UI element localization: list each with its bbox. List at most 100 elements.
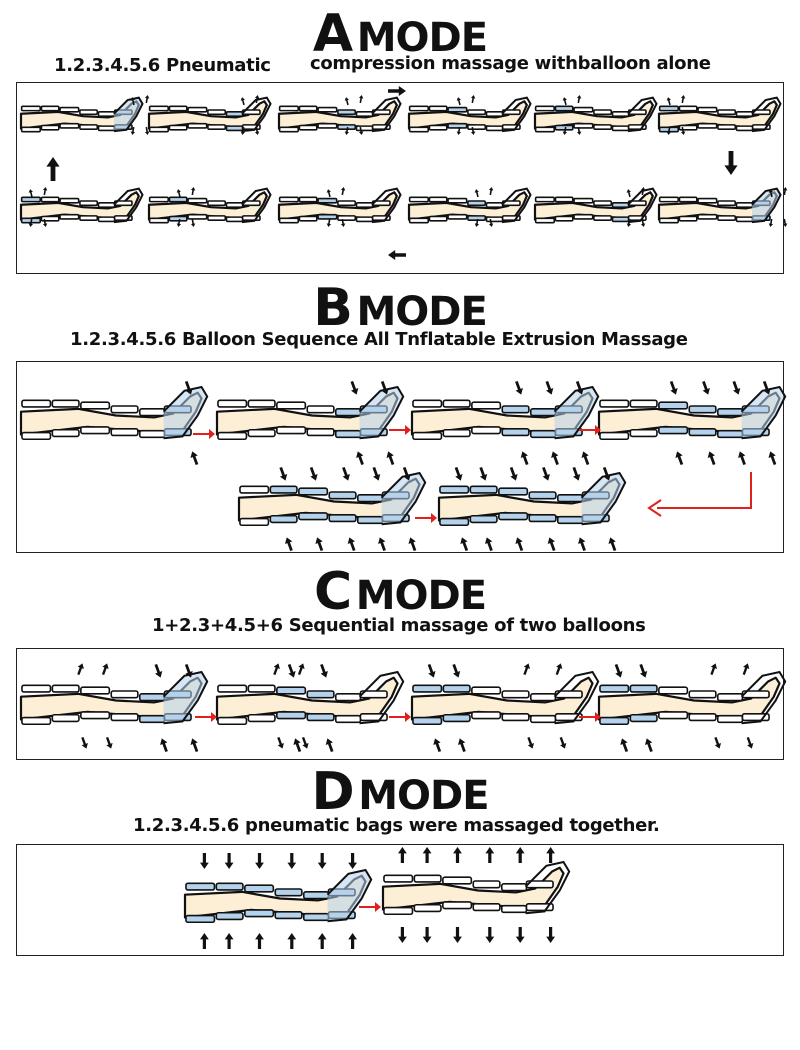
undefined <box>358 126 364 135</box>
mode-b-leg-3-balloon-1-top <box>412 399 443 408</box>
mode-c-leg-1-balloon-1-top <box>21 684 52 693</box>
mode-b-leg-2-balloon-2-bottom <box>247 428 276 438</box>
mode-b-press-arrow-3-0-top <box>515 380 523 395</box>
mode-a-direction-arrow-right <box>388 86 406 96</box>
mode-b-leg-3 <box>410 385 600 441</box>
mode-b-leg-3-balloon-2-bottom <box>442 428 471 438</box>
undefined <box>190 218 196 227</box>
mode-a-leg-9-balloon-1-bottom <box>278 217 300 224</box>
mode-a-leg-11-balloon-3-top <box>573 197 594 204</box>
mode-a-direction-arrow-up <box>46 157 60 181</box>
mode-a-pressure-ticks-9 <box>326 187 346 227</box>
mode-a-leg-8-balloon-5-top <box>225 202 244 209</box>
mode-a-leg-6-foot-boot <box>751 96 782 133</box>
mode-a-leg-8-balloon-1-bottom <box>148 217 170 224</box>
mode-b-press-arrow-5-3-bottom <box>378 537 386 552</box>
undefined <box>254 95 260 104</box>
mode-a-leg-7-foot-boot <box>113 187 144 224</box>
mode-d-diagram-panel <box>16 844 784 956</box>
mode-a-leg-6-balloon-1-top <box>658 105 680 112</box>
mode-c-press-arrow-2-0-top <box>287 663 296 678</box>
undefined <box>768 189 773 198</box>
mode-d-leg-1-balloon-3-top <box>244 884 275 893</box>
mode-b-press-arrow-4-1-bottom <box>707 451 716 466</box>
mode-c-letter: C <box>313 562 352 622</box>
mode-a-leg-11 <box>533 187 658 224</box>
mode-b-press-arrow-6-1-bottom <box>485 537 493 552</box>
mode-a-leg-3-balloon-2-bottom <box>298 124 318 131</box>
mode-b-press-arrow-5-1-top <box>309 466 318 481</box>
mode-c-leg-3-balloon-2-top <box>442 684 471 693</box>
mode-b-press-arrow-5-0-bottom <box>285 537 293 552</box>
mode-b-leg-5-balloon-4-bottom <box>328 514 357 523</box>
mode-a-leg-9-balloon-3-top <box>317 197 338 204</box>
mode-c-leg-1-balloon-2-bottom <box>51 713 80 723</box>
mode-a-leg-4-balloon-4-bottom <box>467 124 487 131</box>
mode-c-flow-arrow-1 <box>195 712 217 722</box>
mode-b-leg-2-balloon-1-top <box>217 399 248 408</box>
mode-a-leg-4-balloon-4-top <box>467 109 487 116</box>
mode-c-leg-3-balloon-3-top <box>471 686 502 695</box>
mode-a-pressure-ticks-2 <box>240 95 260 135</box>
mode-a-pressure-ticks-3 <box>344 95 364 135</box>
mode-b-press-arrow-5-1-bottom <box>315 537 324 552</box>
mode-b-press-arrow-6-5-top <box>602 466 611 481</box>
mode-b-flow-arrow-2 <box>389 425 411 435</box>
mode-b-leg-5-balloon-1-top <box>239 485 270 494</box>
mode-a-leg-11-balloon-3-bottom <box>573 213 594 220</box>
mode-c-press-arrow-2-0-bottom <box>293 738 302 753</box>
mode-a-leg-11-balloon-1-top <box>534 196 556 203</box>
mode-b-press-arrow-4-0-bottom <box>675 451 684 466</box>
mode-b-leg-6-balloon-1-bottom <box>439 517 470 527</box>
mode-a-leg-8-foot-boot <box>241 187 272 224</box>
mode-a-leg-12-balloon-1-bottom <box>658 217 680 224</box>
mode-b-leg-1-foot-boot <box>162 385 209 440</box>
undefined <box>28 218 34 227</box>
undefined <box>474 218 480 227</box>
mode-c-press-arrow-1-0-top <box>154 663 163 678</box>
mode-b-leg-1-balloon-5-bottom <box>138 429 166 439</box>
mode-a-leg-1-balloon-1-bottom <box>20 126 42 133</box>
mode-c-leg-sequence <box>19 663 787 753</box>
mode-c-leg-2-balloon-4-top <box>306 690 335 699</box>
mode-a-leg-9-balloon-5-top <box>355 202 374 209</box>
mode-a-leg-11-balloon-4-bottom <box>593 215 613 222</box>
mode-c-leg-1-balloon-5-bottom <box>138 714 166 724</box>
mode-a-word: MODE <box>356 15 488 61</box>
mode-b-press-arrow-6-0-top <box>454 466 463 481</box>
mode-c-release-arrow-3-0-top <box>523 663 531 676</box>
mode-b-word: MODE <box>356 289 487 335</box>
mode-c-release-arrow-3-0-bottom <box>527 736 535 749</box>
mode-b-press-arrow-3-1-top <box>545 380 554 395</box>
mode-a-leg-1-balloon-5-top <box>97 111 116 118</box>
mode-b-leg-2-balloon-4-bottom <box>306 428 335 437</box>
mode-c-leg-3-balloon-1-bottom <box>412 716 443 726</box>
mode-a-leg-8-balloon-2-bottom <box>168 215 188 222</box>
mode-a-leg-6-balloon-5-top <box>735 111 754 118</box>
mode-b-press-arrow-4-3-bottom <box>768 451 777 466</box>
mode-b-press-arrow-4-2-top <box>732 380 741 395</box>
mode-c-leg-1-balloon-3-top <box>80 686 111 695</box>
mode-a-leg-12 <box>657 187 782 224</box>
mode-d-release-arrow-bottom-4 <box>485 927 495 943</box>
undefined <box>190 187 196 196</box>
mode-a-leg-10-balloon-4-top <box>467 200 487 207</box>
mode-a-leg-10-foot-boot <box>501 187 532 224</box>
mode-d-leg-2-balloon-5-bottom <box>500 904 528 914</box>
mode-d-letter: D <box>311 762 354 822</box>
undefined <box>626 218 632 227</box>
mode-a-leg-6-balloon-3-bottom <box>697 122 718 129</box>
mode-d-leg-1-balloon-3-bottom <box>244 909 275 918</box>
mode-a-leg-4-balloon-3-top <box>447 106 468 113</box>
mode-a-leg-4-balloon-2-bottom <box>428 124 448 131</box>
mode-c-title: C MODE <box>0 566 800 618</box>
mode-b-leg-4-balloon-5-bottom <box>716 429 744 439</box>
mode-d-leg-sequence <box>183 847 571 949</box>
mode-d-release-arrow-top-4 <box>485 847 495 863</box>
mode-a-leg-2-balloon-4-bottom <box>207 124 227 131</box>
mode-a-leg-12-balloon-2-bottom <box>678 215 698 222</box>
mode-a-leg-12-balloon-3-top <box>697 197 718 204</box>
mode-a-pressure-ticks-4 <box>456 95 476 135</box>
mode-b-return-arrow <box>647 472 752 517</box>
undefined <box>666 126 672 135</box>
